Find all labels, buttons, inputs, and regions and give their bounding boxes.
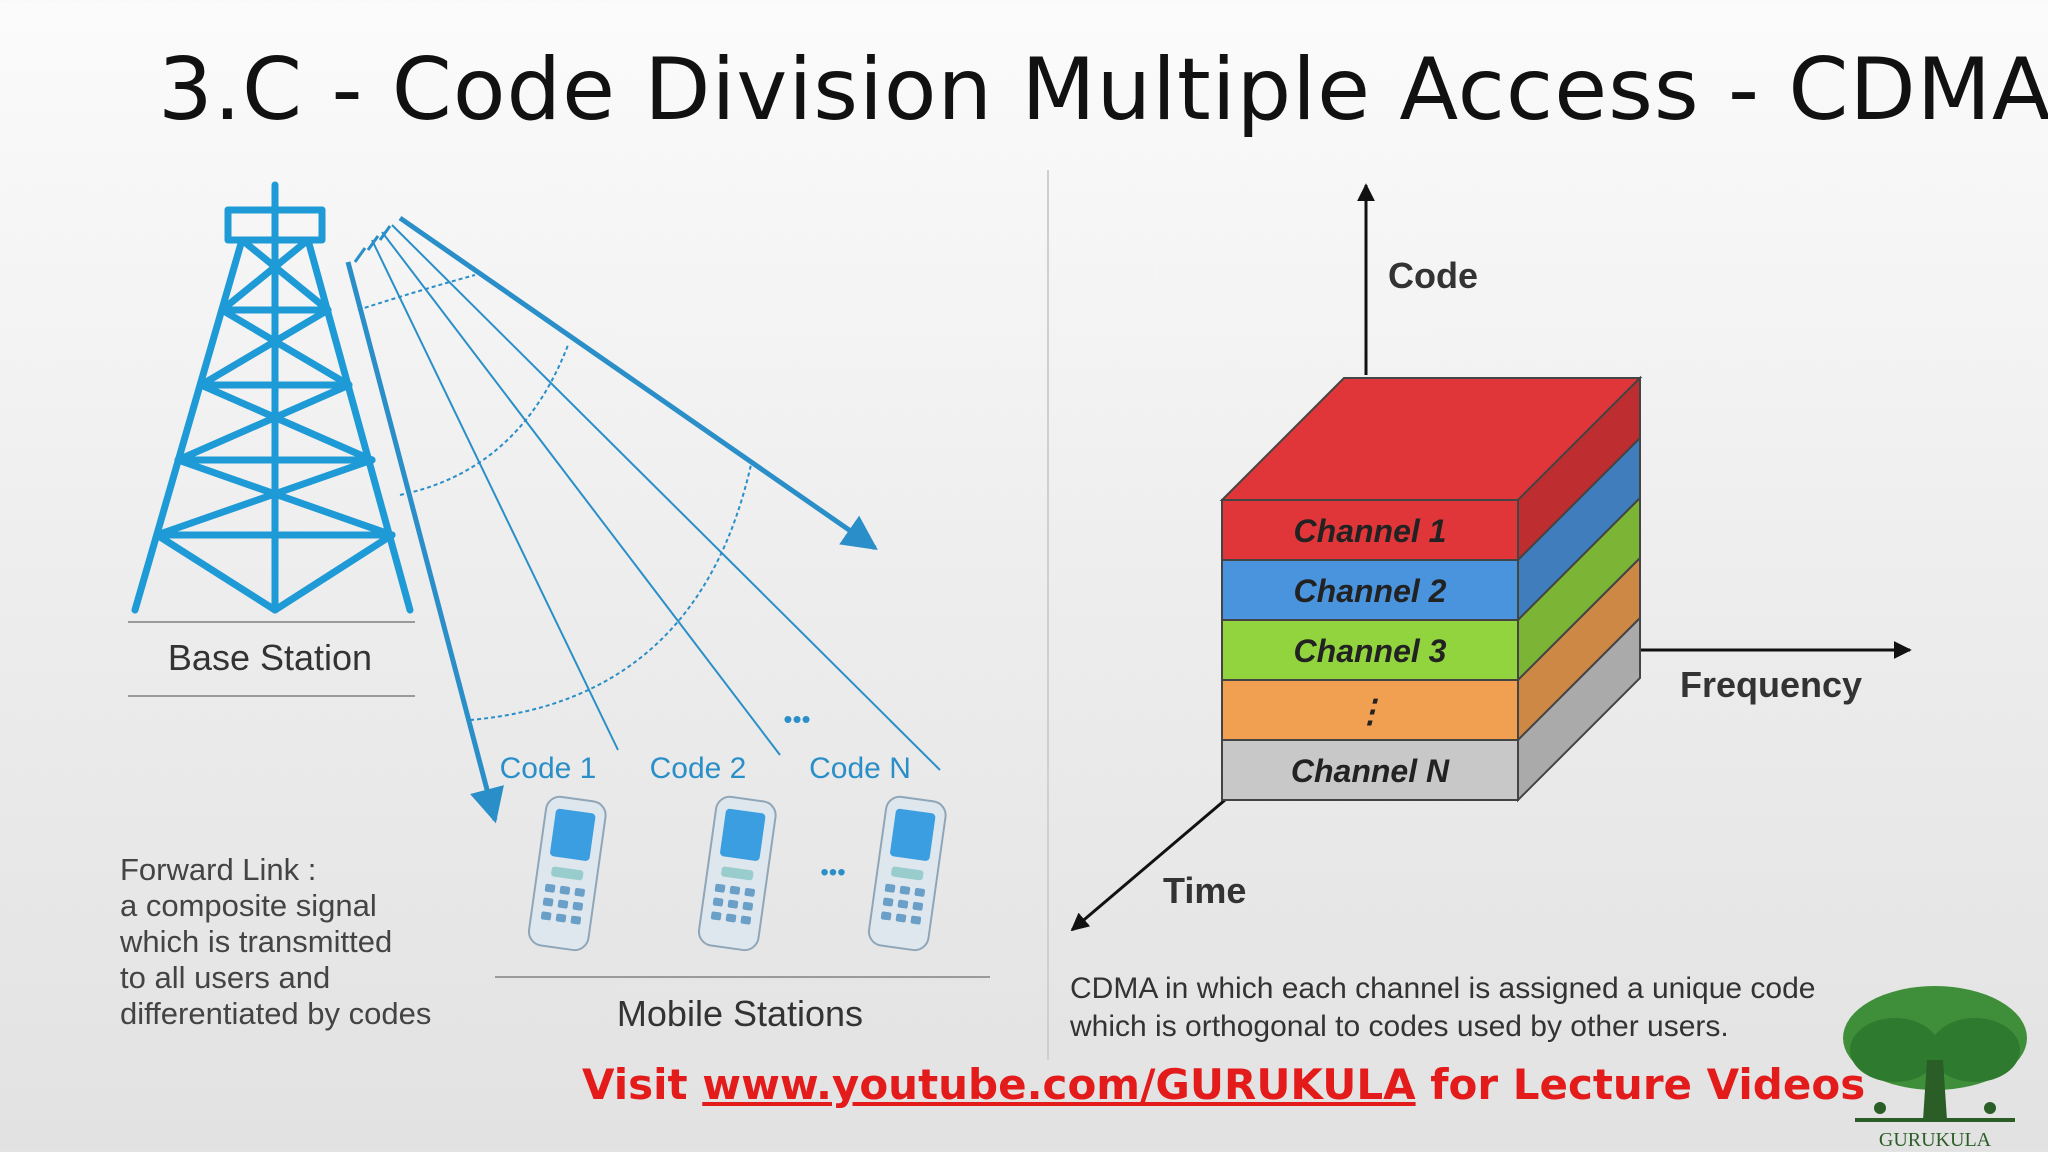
channel-label: Channel N — [1291, 753, 1450, 789]
beam-code1 — [371, 239, 619, 751]
mobile-phone-icon — [697, 795, 777, 952]
footer-suffix: for Lecture Videos — [1415, 1060, 1866, 1109]
code-ellipsis: ••• — [783, 704, 810, 734]
frequency-axis-label: Frequency — [1680, 664, 1862, 705]
beam-arrow-tips — [353, 225, 392, 263]
code-axis-label: Code — [1388, 255, 1478, 296]
signal-beams — [345, 215, 941, 824]
logo-text: GURUKULA — [1879, 1129, 1992, 1151]
channel-label: Channel 1 — [1294, 513, 1447, 549]
svg-text:Forward Link :: Forward Link : — [120, 852, 316, 887]
mobile-phone-icon — [867, 795, 947, 952]
channel-front-face — [1221, 619, 1519, 681]
base-station-label: Base Station — [168, 637, 372, 678]
beam-left-edge — [345, 261, 504, 824]
svg-text:to all users and: to all users and — [120, 960, 330, 995]
beam-right-edge — [398, 215, 878, 551]
channel-label: Channel 3 — [1294, 633, 1447, 669]
code-1-label: Code 1 — [500, 752, 597, 785]
code-2-label: Code 2 — [650, 752, 747, 785]
footer-banner: Visit www.youtube.com/GURUKULA for Lectu… — [582, 1060, 1865, 1109]
channel-front-face — [1221, 739, 1519, 801]
channel-label: ⋮ — [1354, 693, 1386, 729]
tower-icon — [131, 181, 414, 614]
cdma-caption: CDMA in which each channel is assigned a… — [1069, 972, 1815, 1043]
mobile-stations-label: Mobile Stations — [617, 993, 863, 1034]
beam-code2 — [381, 231, 781, 756]
code-n-label: Code N — [809, 752, 911, 785]
channel-label: Channel 2 — [1294, 573, 1447, 609]
time-axis — [1070, 798, 1226, 932]
mobile-phone-icon — [527, 795, 607, 952]
channel-cube: Channel 1 Channel 2 Channel 3 ⋮ Channel N — [1219, 375, 1643, 803]
svg-text:which is orthogonal to codes u: which is orthogonal to codes used by oth… — [1069, 1010, 1729, 1043]
phone-ellipsis: ••• — [820, 859, 845, 886]
time-axis-label: Time — [1163, 870, 1246, 911]
svg-text:CDMA in which each channel is: CDMA in which each channel is assigned a… — [1070, 972, 1815, 1005]
beam-coden — [391, 224, 941, 771]
svg-text:differentiated by codes: differentiated by codes — [120, 996, 431, 1031]
youtube-link[interactable]: www.youtube.com/GURUKULA — [702, 1060, 1416, 1109]
slide-title: 3.C - Code Division Multiple Access - CD… — [158, 40, 2048, 140]
gurukula-logo: GURUKULA — [1843, 986, 2027, 1151]
channel-front-face — [1221, 679, 1519, 741]
channel-front-face — [1221, 499, 1519, 561]
svg-text:a composite signal: a composite signal — [120, 888, 377, 923]
svg-text:which is transmitted: which is transmitted — [119, 924, 392, 959]
footer-prefix: Visit — [582, 1060, 703, 1109]
channel-front-face — [1221, 559, 1519, 621]
forward-link-text: Forward Link : a composite signal which … — [119, 852, 431, 1031]
